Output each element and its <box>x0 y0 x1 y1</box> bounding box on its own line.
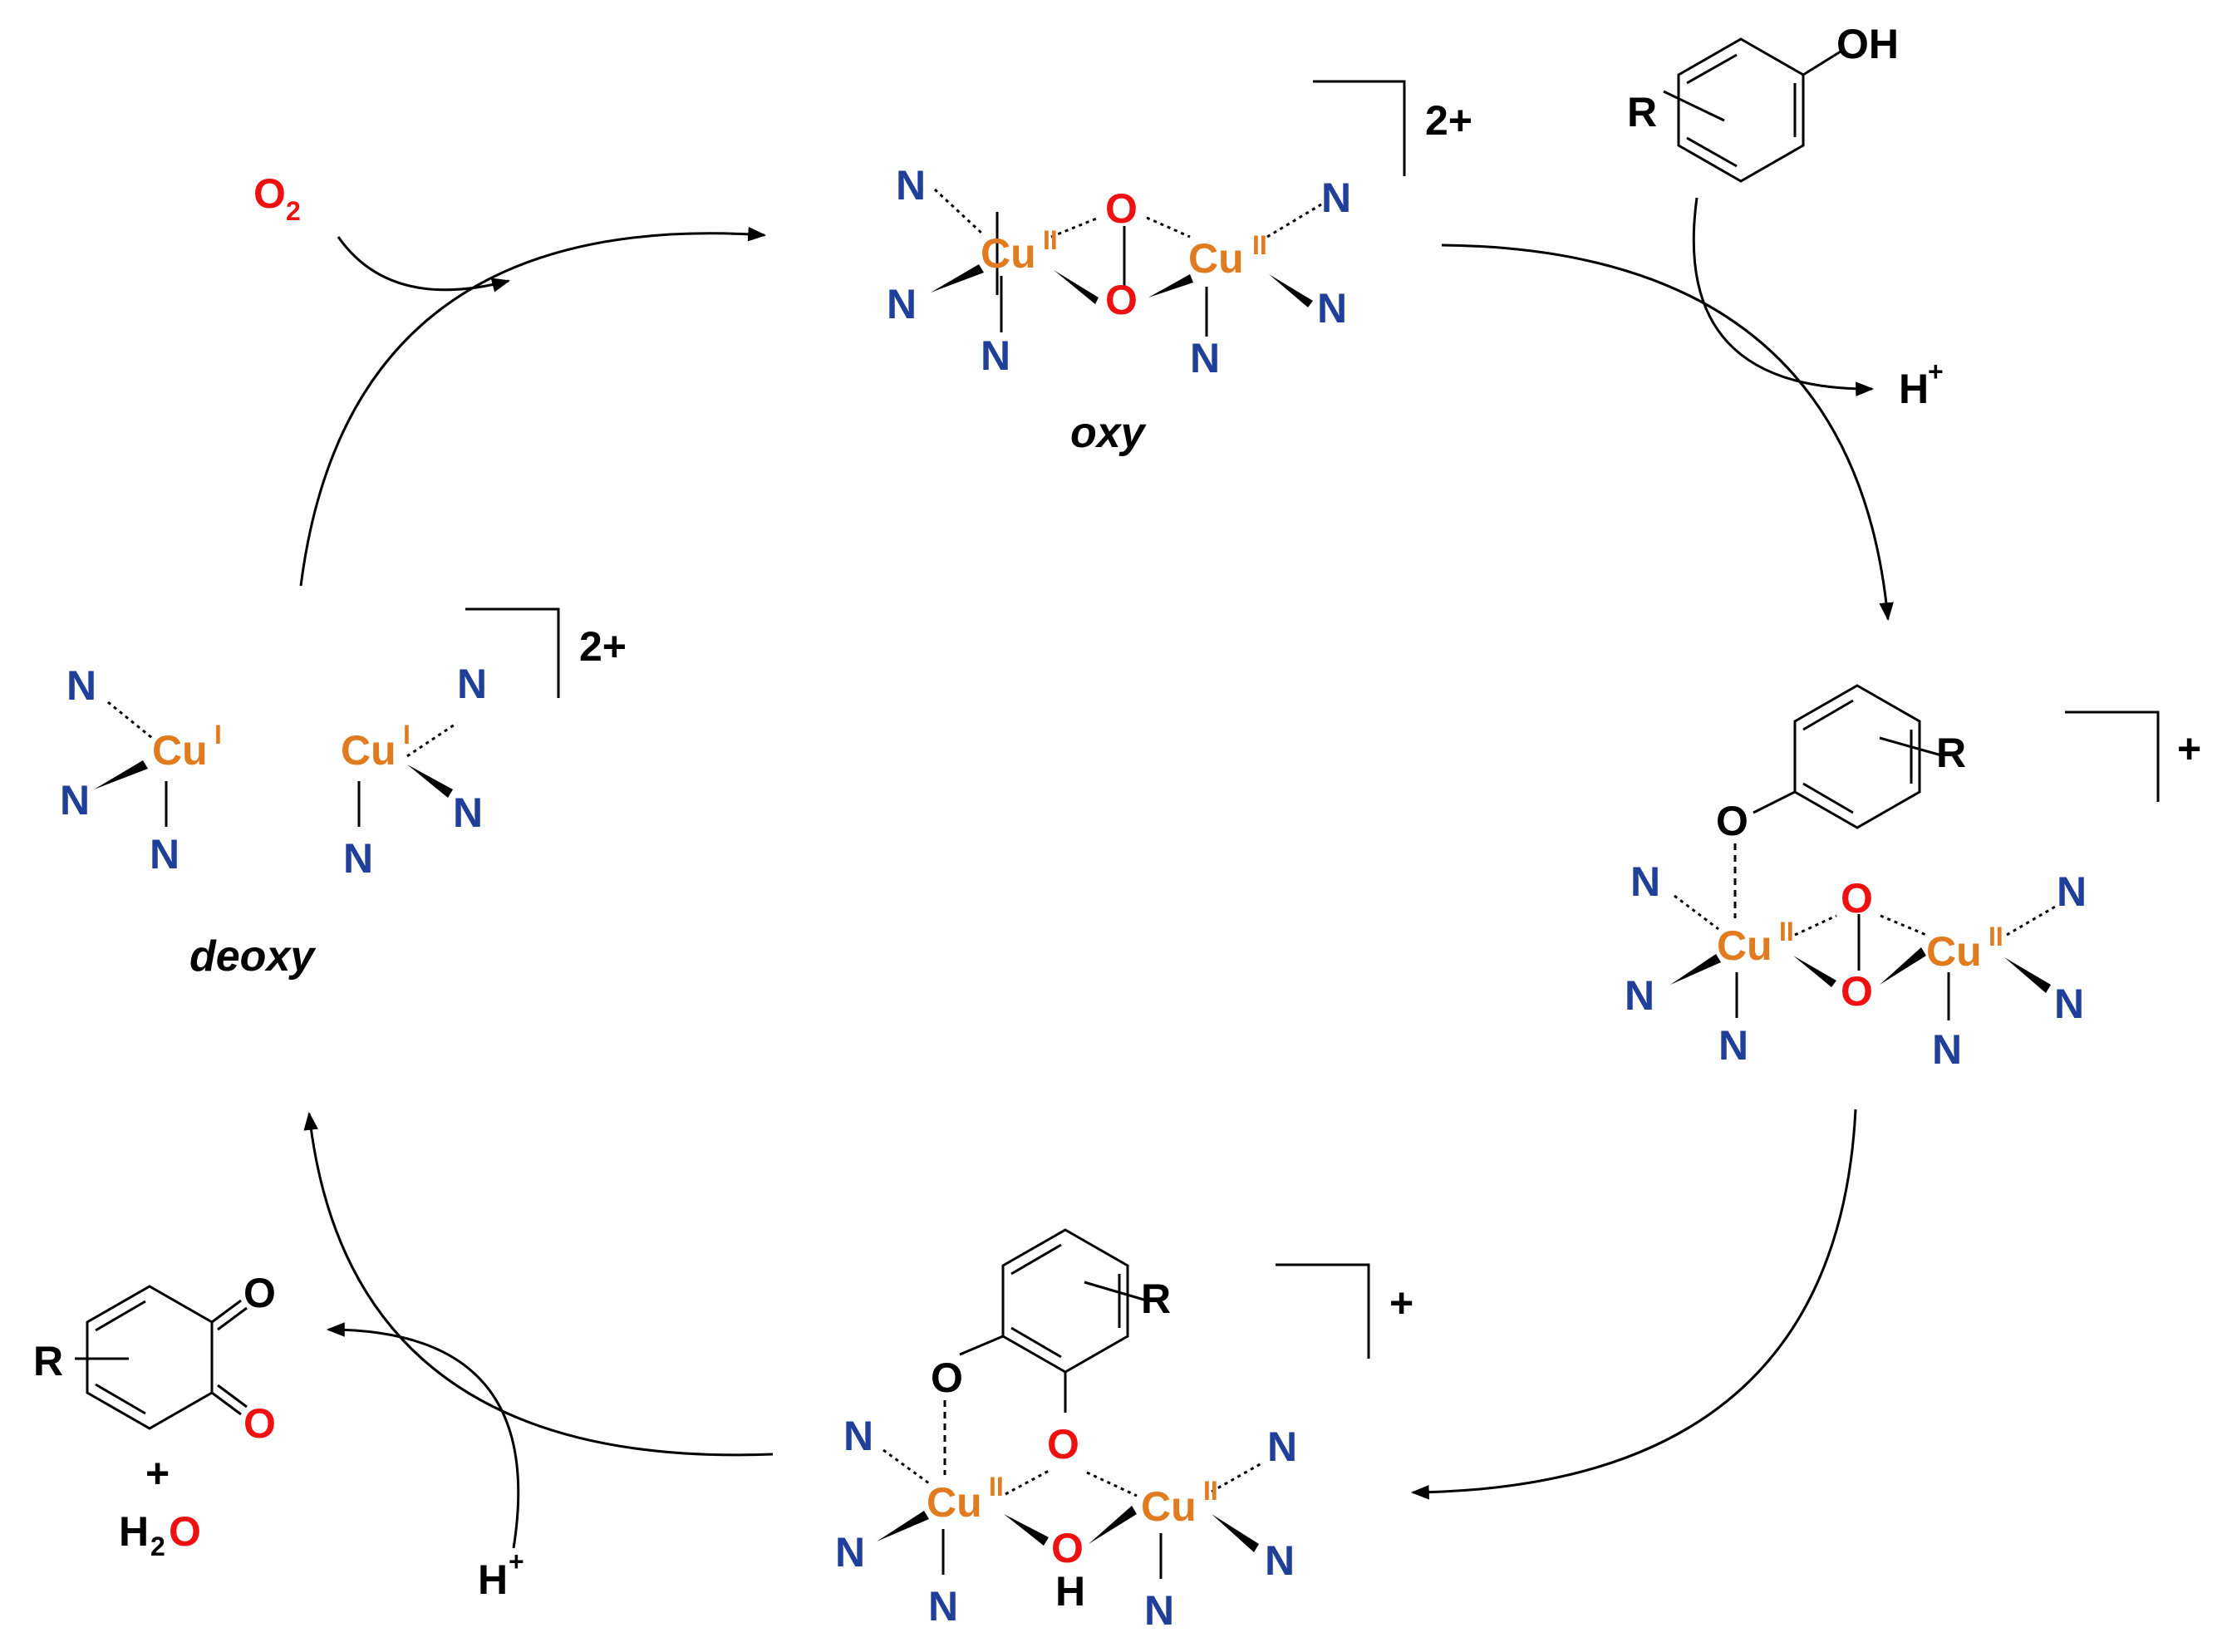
r-substituent: R <box>1936 730 1966 776</box>
cu-atom: Cu <box>341 727 396 774</box>
o2-symbol: O <box>253 170 286 217</box>
cu-atom: Cu <box>1141 1483 1197 1530</box>
arrow-o2-in <box>337 236 511 293</box>
wedge-bond <box>1269 274 1313 307</box>
phenoxide-complex: R O N N N Cu II O O Cu II N N N + <box>1625 684 2201 1073</box>
water-o: O <box>169 1508 201 1555</box>
cu-atom: Cu <box>981 230 1036 277</box>
cu-atom: Cu <box>1188 235 1244 282</box>
r-substituent: R <box>1141 1276 1171 1322</box>
cu-atom: Cu <box>1717 922 1772 969</box>
proton-charge: + <box>509 1546 524 1576</box>
n-atom: N <box>1718 1022 1748 1069</box>
o-atom: O <box>1105 185 1138 232</box>
catecholate-complex: R O O N N N Cu II O H Cu II N N N + <box>835 1228 1413 1634</box>
proton-h: H <box>1899 366 1929 412</box>
cu-oxidation-state: II <box>1203 1476 1218 1506</box>
n-atom: N <box>1144 1587 1174 1634</box>
hash-bond <box>1266 203 1322 238</box>
arrow-catecholate-to-deoxy <box>303 1111 774 1457</box>
o2-reagent: O 2 <box>253 170 301 226</box>
deoxy-charge: 2+ <box>579 623 627 670</box>
cycle-arrows <box>299 197 1894 1549</box>
phenol-reagent: OH R <box>1627 21 1899 183</box>
n-atom: N <box>896 162 926 209</box>
cu-oxidation-state: I <box>214 720 222 750</box>
oh-group: OH <box>1836 21 1899 67</box>
n-atom: N <box>835 1529 865 1576</box>
cu-oxidation-state: II <box>1043 225 1058 255</box>
proton-out: H + <box>1899 356 1944 412</box>
plus-sign: + <box>145 1450 170 1497</box>
n-atom: N <box>1932 1026 1962 1073</box>
arrow-phenoxide-to-catecholate <box>1410 1109 1857 1500</box>
oxy-complex: N N N Cu II O O Cu II N N N 2+ oxy <box>887 80 1472 457</box>
n-atom: N <box>1190 335 1220 381</box>
o2-subscript: 2 <box>286 196 301 226</box>
n-atom: N <box>1625 972 1654 1019</box>
o-atom: O <box>931 1355 963 1401</box>
n-atom: N <box>1265 1537 1295 1584</box>
arrow-proton-in-quinone-out <box>326 1322 520 1549</box>
proton-h: H <box>478 1556 508 1603</box>
n-atom: N <box>457 661 487 707</box>
arrow-oxy-to-phenoxide <box>1441 243 1894 622</box>
cu-atom: Cu <box>152 727 208 774</box>
hash-bond <box>1050 216 1099 238</box>
oxy-charge: 2+ <box>1425 97 1472 144</box>
o-atom: O <box>1051 1525 1084 1571</box>
o-atom: O <box>1841 875 1873 922</box>
n-atom: N <box>928 1583 958 1630</box>
n-atom: N <box>2057 868 2087 915</box>
n-atom: N <box>343 835 373 882</box>
o-atom: O <box>1105 277 1138 323</box>
cu-oxidation-state: II <box>1779 917 1794 946</box>
o-atom: O <box>1841 968 1873 1015</box>
r-substituent: R <box>33 1338 63 1384</box>
cu-oxidation-state: II <box>989 1472 1004 1502</box>
n-atom: N <box>150 831 179 878</box>
n-atom: N <box>2054 981 2084 1027</box>
deoxy-label: deoxy <box>189 932 317 981</box>
deoxy-complex: N N N Cu I Cu I N N N 2+ deoxy <box>60 607 627 981</box>
n-atom: N <box>1321 175 1351 221</box>
phenoxide-charge: + <box>2177 725 2201 772</box>
hash-bond <box>933 188 985 236</box>
arrow-deoxy-to-oxy <box>299 226 767 587</box>
cu-atom: Cu <box>927 1479 982 1526</box>
o-atom: O <box>1716 798 1748 844</box>
n-atom: N <box>1267 1423 1297 1470</box>
wedge-bond <box>1148 274 1193 297</box>
n-atom: N <box>1317 285 1347 332</box>
n-atom: N <box>66 662 96 709</box>
quinone-product: R O O + H 2 O <box>33 1270 276 1561</box>
hash-bond <box>1146 216 1191 238</box>
n-atom: N <box>453 789 483 836</box>
oxy-label: oxy <box>1070 409 1148 457</box>
cu-atom: Cu <box>1926 928 1982 975</box>
proton-in: H + <box>478 1546 524 1603</box>
n-atom: N <box>1630 858 1660 905</box>
h-atom: H <box>1055 1568 1085 1615</box>
r-substituent: R <box>1627 89 1657 135</box>
catecholate-charge: + <box>1389 1280 1413 1326</box>
proton-charge: + <box>1928 356 1944 386</box>
cu-oxidation-state: II <box>1989 922 2003 951</box>
cu-oxidation-state: II <box>1252 230 1267 260</box>
cu-oxidation-state: I <box>403 720 410 750</box>
n-atom: N <box>887 281 917 327</box>
o-atom: O <box>1047 1421 1079 1468</box>
arrow-phenol-in-proton-out <box>1692 197 1875 396</box>
wedge-bond <box>1054 270 1099 304</box>
carbonyl-o: O <box>243 1270 276 1316</box>
n-atom: N <box>843 1413 873 1459</box>
water-h: H <box>119 1508 149 1555</box>
n-atom: N <box>981 332 1010 379</box>
carbonyl-o: O <box>243 1400 276 1447</box>
wedge-bond <box>931 264 984 293</box>
n-atom: N <box>60 777 90 824</box>
water-subscript: 2 <box>150 1532 165 1561</box>
